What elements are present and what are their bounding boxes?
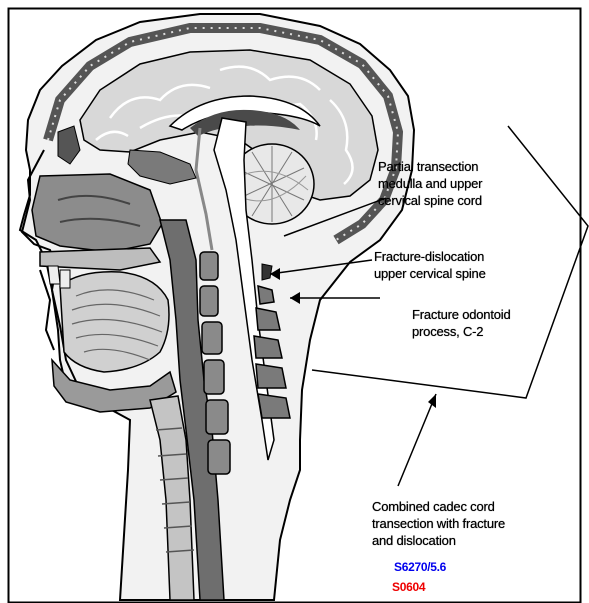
fracture-marker xyxy=(262,264,272,280)
label-partial-transection: Partial transection medulla and upper ce… xyxy=(378,158,482,209)
tongue xyxy=(60,272,169,372)
label-fracture-odontoid: Fracture odontoid process, C-2 xyxy=(412,306,511,340)
code-red: S0604 xyxy=(392,580,425,594)
code-blue: S6270/5.6 xyxy=(394,560,446,574)
label-fracture-dislocation: Fracture-dislocation upper cervical spin… xyxy=(374,248,486,282)
label-combined-transection: Combined cadec cord transection with fra… xyxy=(372,498,505,549)
